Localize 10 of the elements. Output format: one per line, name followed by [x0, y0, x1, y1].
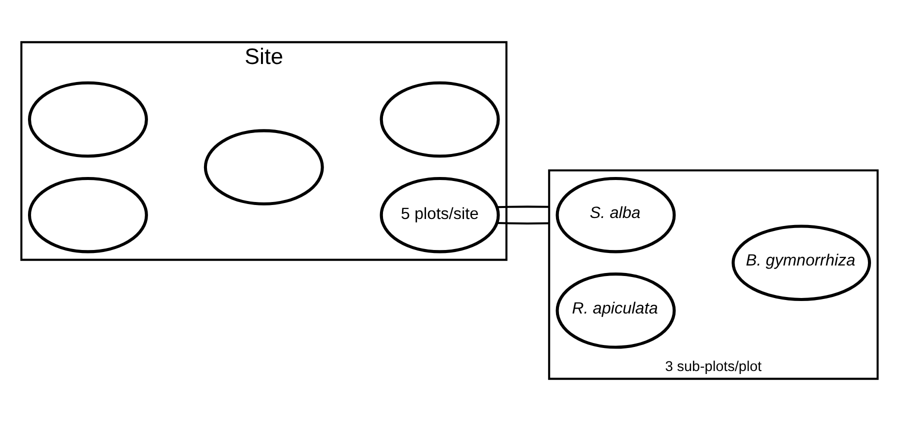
node-ellipse: 5 plots/site: [380, 176, 500, 254]
connector: [497, 206, 550, 208]
node-ellipse: S. alba: [556, 176, 676, 254]
node-ellipse: [28, 81, 148, 158]
node-ellipse: [204, 129, 324, 206]
node-ellipse: B. gymnorrhiza: [732, 224, 872, 301]
node-ellipse: [28, 176, 148, 254]
connector: [497, 222, 550, 224]
node-ellipse: R. apiculata: [556, 272, 676, 349]
node-ellipse: [380, 81, 500, 158]
